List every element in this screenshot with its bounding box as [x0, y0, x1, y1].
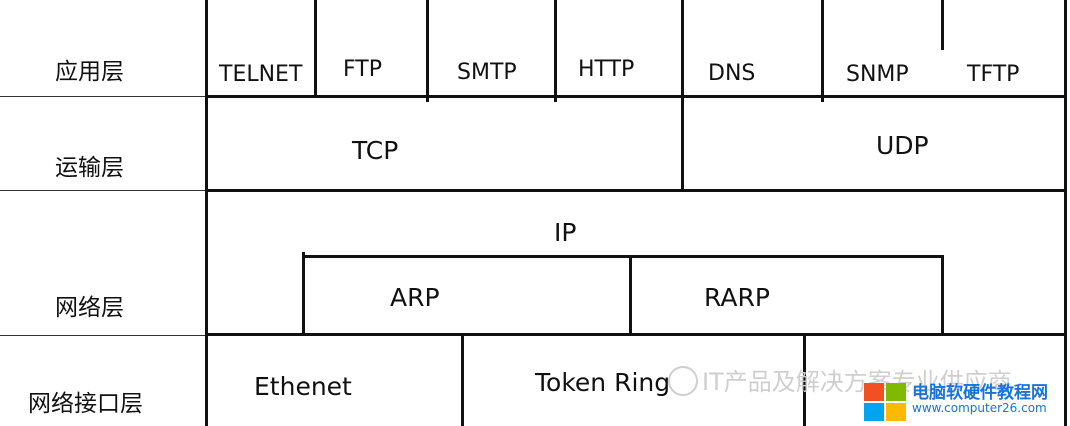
logo-red	[864, 383, 884, 401]
cell-divider	[681, 0, 684, 96]
protocol-snmp: SNMP	[846, 62, 909, 87]
row-divider-transport	[205, 189, 1067, 192]
cell-divider	[681, 96, 684, 191]
protocol-smtp: SMTP	[457, 60, 517, 85]
protocol-rarp: RARP	[704, 283, 770, 312]
cell-divider	[314, 0, 317, 96]
protocol-tcp: TCP	[352, 136, 399, 165]
label-separator	[0, 335, 205, 336]
protocol-ip: IP	[554, 218, 577, 247]
logo-yellow	[886, 403, 906, 421]
protocol-ethernet: Ethenet	[254, 372, 352, 401]
arp-box-top	[302, 255, 944, 258]
protocol-telnet: TELNET	[219, 62, 303, 87]
arp-rarp-divider	[629, 255, 632, 335]
row-divider-network	[205, 333, 1067, 336]
label-separator	[0, 190, 205, 191]
grid-right-border	[1064, 0, 1067, 426]
cell-divider	[461, 334, 464, 426]
layer-label-network: 网络层	[55, 295, 124, 321]
layer-label-application: 应用层	[55, 59, 124, 85]
windows-logo-icon	[864, 383, 908, 423]
protocol-udp: UDP	[876, 131, 929, 160]
cell-divider	[554, 0, 557, 102]
cell-divider	[821, 0, 824, 102]
protocol-token-ring: Token Ring	[535, 368, 671, 397]
row-divider-application	[205, 95, 1067, 98]
protocol-http: HTTP	[578, 57, 635, 82]
cell-divider	[426, 0, 429, 102]
cell-divider	[803, 334, 806, 426]
watermark-text: IT产品及解决方案专业供应商	[702, 368, 1012, 396]
grid-left-border	[205, 0, 208, 426]
protocol-arp: ARP	[390, 283, 440, 312]
rarp-box-right	[941, 255, 944, 335]
protocol-tftp: TFTP	[967, 62, 1020, 87]
label-separator	[0, 96, 205, 97]
logo-blue	[864, 403, 884, 421]
watermark-url: www.computer26.com	[912, 401, 1047, 415]
protocol-dns: DNS	[708, 61, 756, 86]
wechat-icon	[668, 366, 698, 396]
watermark-site: 电脑软硬件教程网	[912, 383, 1048, 403]
logo-green	[886, 383, 906, 401]
cell-divider	[941, 0, 944, 50]
layer-label-transport: 运输层	[55, 155, 124, 181]
arp-box-left	[302, 252, 305, 335]
protocol-ftp: FTP	[343, 57, 382, 82]
layer-label-link: 网络接口层	[28, 391, 143, 417]
